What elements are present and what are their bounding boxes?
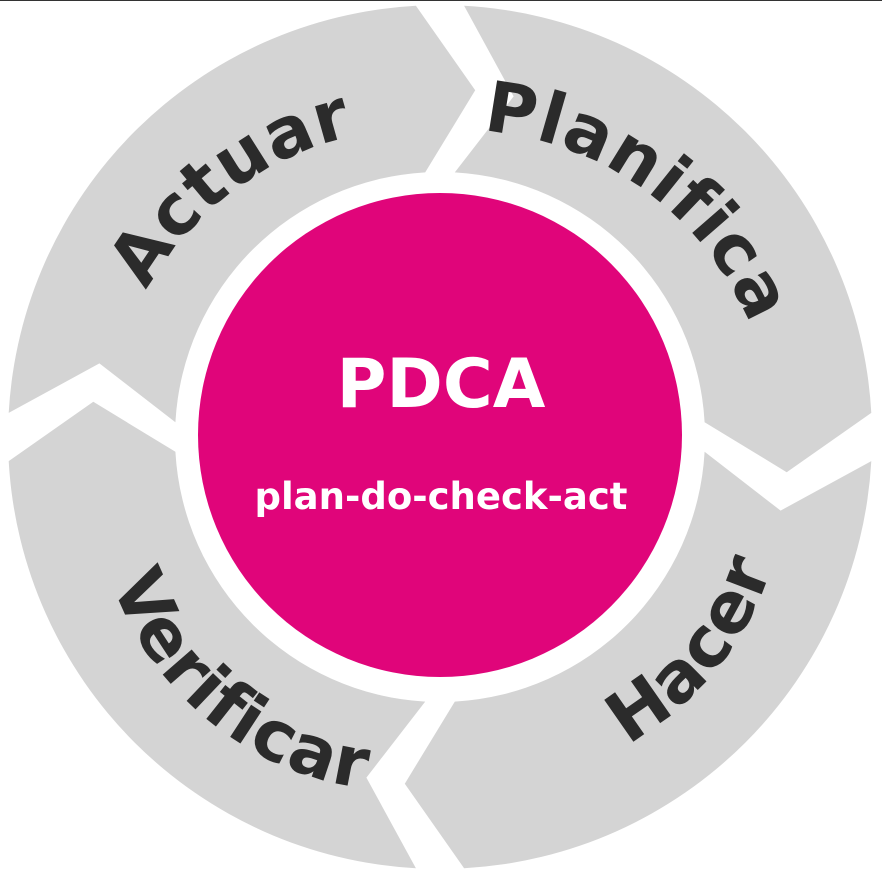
cycle-ring xyxy=(8,5,872,869)
segment-arrow-act xyxy=(8,5,476,423)
segment-arrow-plan xyxy=(454,5,872,473)
center-title: PDCA xyxy=(337,345,546,424)
center-subtitle: plan-do-check-act xyxy=(255,475,628,518)
segment-arrow-do xyxy=(404,451,872,869)
segment-arrow-check xyxy=(8,401,426,869)
center-circle xyxy=(198,193,682,677)
